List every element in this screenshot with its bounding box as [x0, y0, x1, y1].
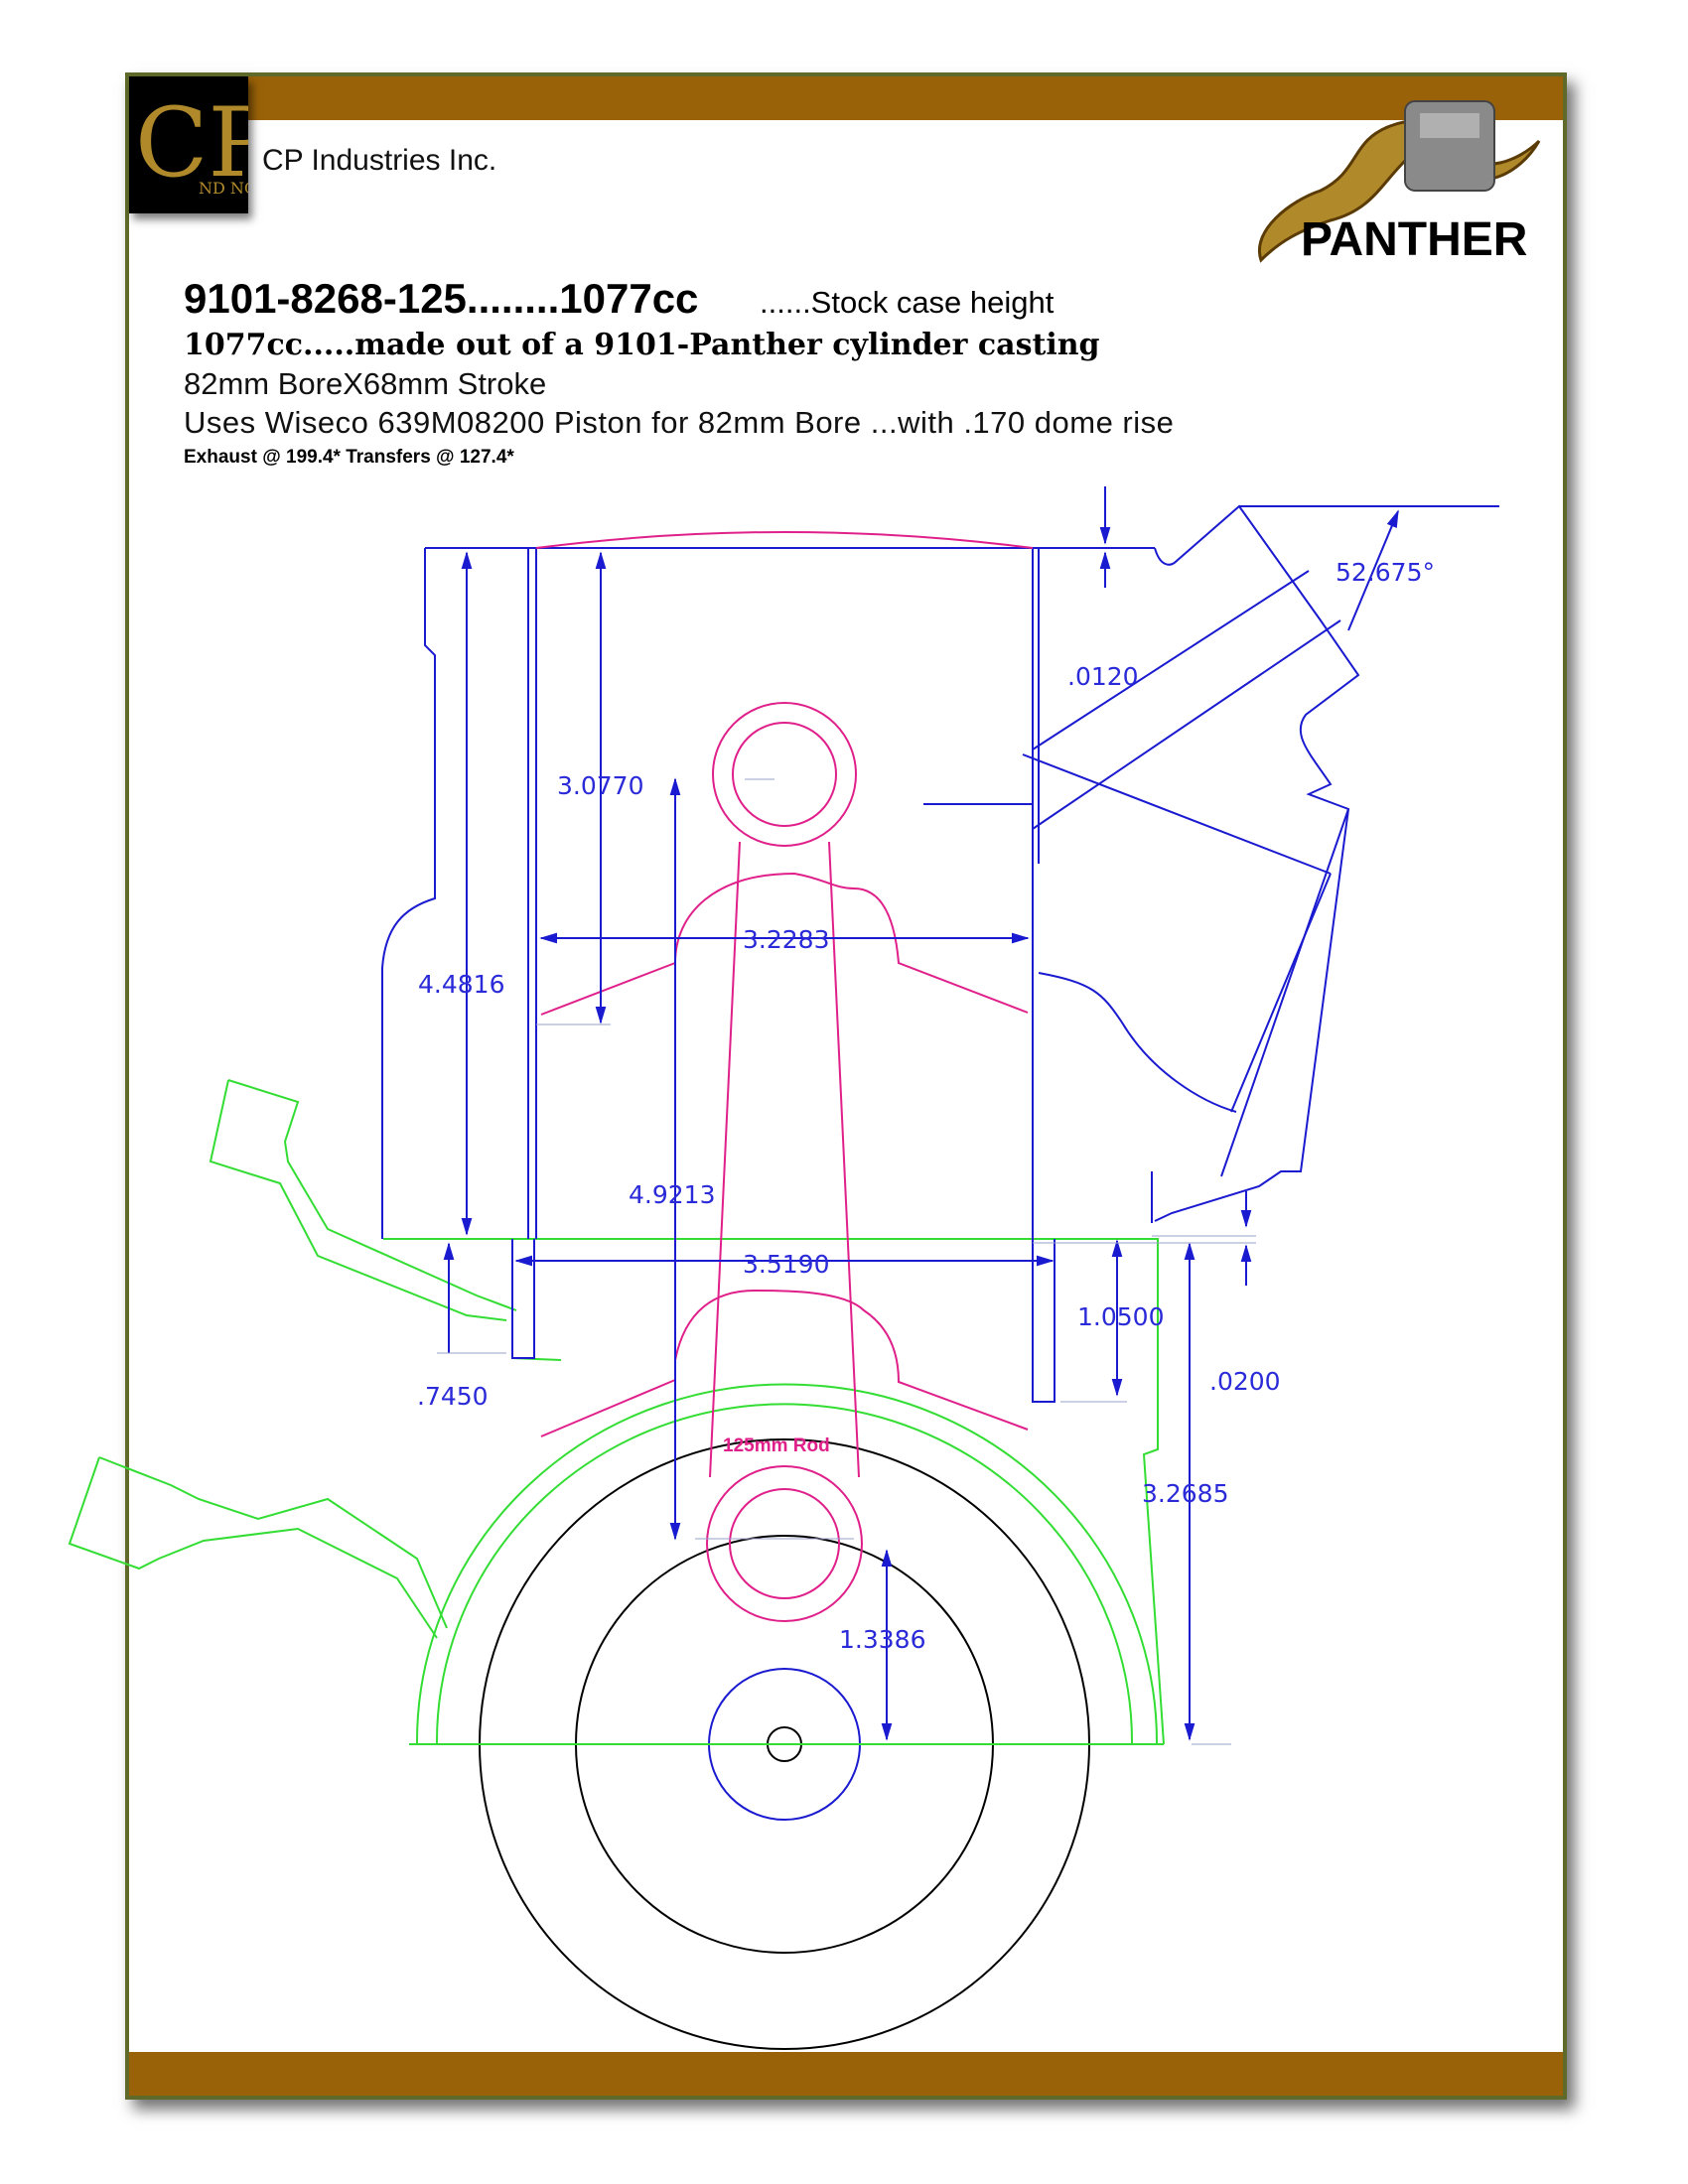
- dim-spigot-right: 1.0500: [1077, 1302, 1164, 1331]
- panther-brand-text: PANTHER: [1301, 213, 1527, 266]
- part-number: 9101-8268-125........1077cc: [184, 275, 699, 322]
- case-height-note: ......Stock case height: [760, 285, 1055, 320]
- extension-lines: [437, 778, 1256, 1745]
- dim-rod-length: 4.9213: [629, 1180, 715, 1209]
- dim-bore-width: 3.2283: [743, 925, 829, 954]
- piston-and-rod: [535, 531, 1034, 1622]
- company-name: CP Industries Inc.: [262, 144, 497, 177]
- dim-port-angle: 52.675°: [1336, 558, 1435, 587]
- cylinder-outline: [381, 504, 1499, 1403]
- port-timing: Exhaust @ 199.4* Transfers @ 127.4*: [184, 447, 514, 468]
- dimension-lines: [443, 486, 1399, 1741]
- dim-base-gap: .0200: [1209, 1367, 1281, 1396]
- dim-stroke-half: 1.3386: [839, 1625, 925, 1654]
- dim-pin-to-deck: 3.0770: [557, 771, 643, 800]
- logo-sub-letters: ND NC: [199, 179, 248, 198]
- panther-logo: PANTHER: [1221, 81, 1559, 285]
- bore-stroke: 82mm BoreX68mm Stroke: [184, 366, 547, 401]
- bottom-bar: [129, 2052, 1563, 2096]
- rod-label: 125mm Rod: [723, 1435, 830, 1456]
- dim-deck-gap: .0120: [1067, 662, 1139, 691]
- top-bar: [129, 76, 1563, 120]
- dim-spigot-width: 3.5190: [743, 1250, 829, 1279]
- dim-spigot-left: .7450: [417, 1382, 489, 1411]
- drawing-sheet: CP ND NC CP Industries Inc. PANTHER 9101…: [125, 72, 1567, 2100]
- piston-note: Uses Wiseco 639M08200 Piston for 82mm Bo…: [184, 405, 1175, 440]
- dim-deck-to-crank: 3.2685: [1142, 1479, 1228, 1508]
- dim-cylinder-height: 4.4816: [418, 970, 504, 999]
- crankcase-outline: [68, 1079, 1165, 1745]
- casting-note: 1077cc.....made out of a 9101-Panther cy…: [184, 328, 1100, 362]
